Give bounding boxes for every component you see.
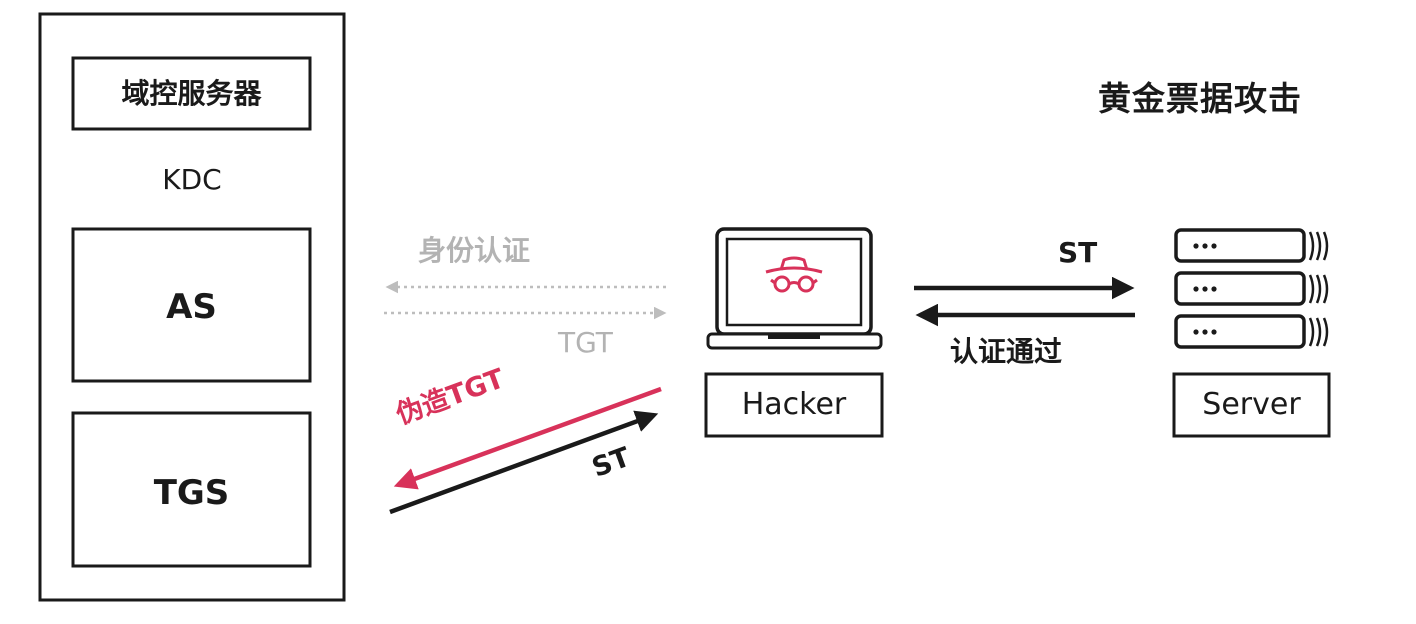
kdc-header-box [71,56,312,131]
server-unit-1 [1174,228,1329,263]
server-unit-3 [1174,314,1329,349]
tgs-box [71,411,312,568]
diagram-title: 黄金票据攻击 [1098,79,1302,118]
server-rack-icon [1174,228,1329,349]
kdc-label: KDC [162,163,222,196]
tgt-label: TGT [558,326,613,359]
kdc-header-label: 域控服务器 [121,77,262,110]
kdc-outer-box [38,12,346,602]
as-box [71,227,312,383]
server-label: Server [1202,387,1301,422]
auth-label: 身份认证 [418,234,531,267]
server-box [1172,372,1331,438]
st-to-tgs-arrow [389,410,659,515]
hacker-label: Hacker [741,387,847,422]
server-unit-2 [1174,271,1329,306]
auth-passed-label: 认证通过 [950,335,1063,368]
hacker-box [704,372,884,438]
st-to-server-label: ST [1058,236,1098,269]
tgs-label: TGS [153,473,230,513]
as-label: AS [166,287,217,327]
spy-icon [765,256,823,293]
laptop-spy-icon [706,227,883,350]
forged-tgt-arrow [393,386,662,490]
